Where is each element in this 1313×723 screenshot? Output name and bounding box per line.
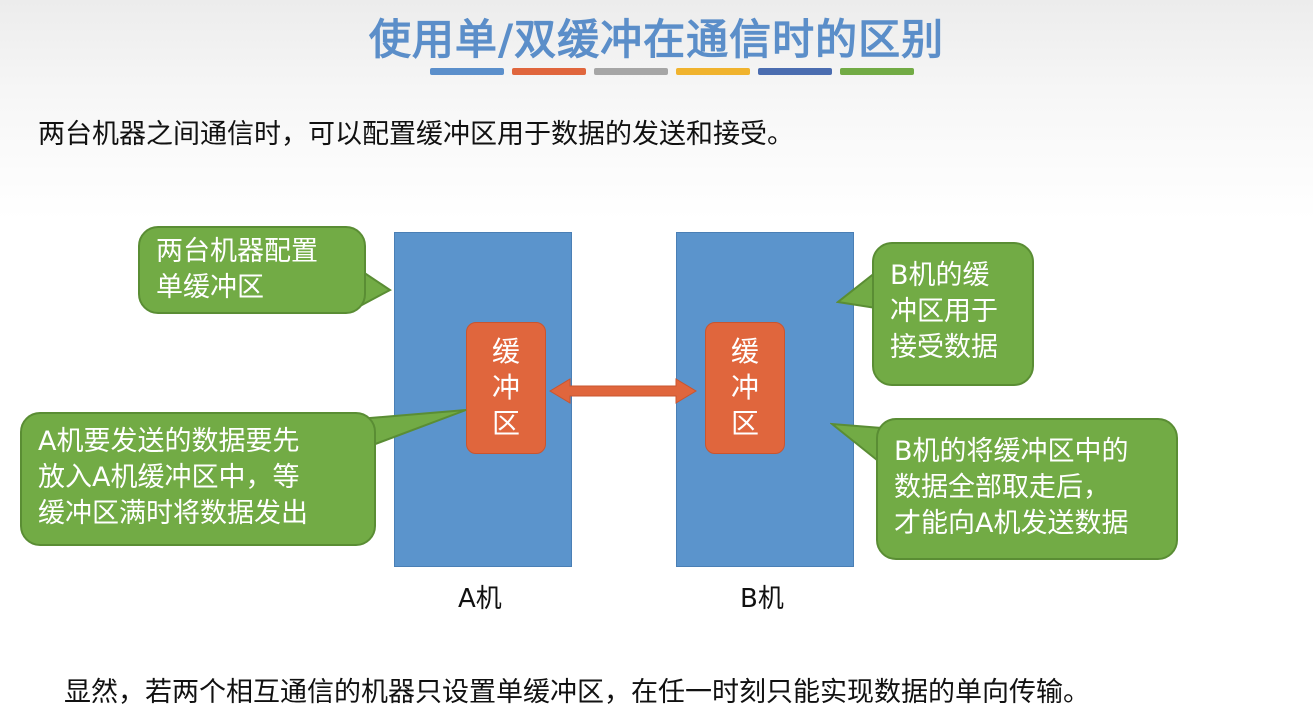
callout-line: 才能向A机发送数据 bbox=[894, 508, 1129, 539]
callout-tail bbox=[836, 270, 876, 310]
buffer-char: 缓 bbox=[491, 335, 520, 369]
callout-a-send: A机要发送的数据要先 放入A机缓冲区中，等 缓冲区满时将数据发出 bbox=[20, 412, 376, 546]
conclusion-text: 显然，若两个相互通信的机器只设置单缓冲区，在任一时刻只能实现数据的单向传输。 bbox=[64, 677, 1090, 708]
callout-line: 两台机器配置 bbox=[156, 236, 318, 267]
color-bar-2 bbox=[512, 68, 586, 75]
color-bar-1 bbox=[430, 68, 504, 75]
callout-b-receive: B机的缓 冲区用于 接受数据 bbox=[872, 242, 1034, 386]
callout-line: 放入A机缓冲区中，等 bbox=[38, 462, 300, 493]
bidirectional-arrow-icon bbox=[549, 378, 697, 404]
callout-tail bbox=[360, 268, 392, 308]
machine-a-label: A机 bbox=[458, 584, 502, 614]
machine-b-buffer: 缓 冲 区 bbox=[705, 322, 785, 454]
buffer-char: 区 bbox=[730, 406, 759, 440]
callout-line: 接受数据 bbox=[890, 332, 998, 363]
callout-line: 缓冲区满时将数据发出 bbox=[38, 498, 308, 529]
buffer-char: 区 bbox=[491, 406, 520, 440]
color-bar-5 bbox=[758, 68, 832, 75]
intro-text: 两台机器之间通信时，可以配置缓冲区用于数据的发送和接受。 bbox=[38, 119, 794, 150]
buffer-char: 冲 bbox=[491, 371, 520, 405]
callout-line: B机的将缓冲区中的 bbox=[894, 436, 1129, 467]
callout-line: 冲区用于 bbox=[890, 296, 998, 327]
machine-b-label: B机 bbox=[740, 584, 784, 614]
buffer-char: 冲 bbox=[730, 371, 759, 405]
buffer-char: 缓 bbox=[730, 335, 759, 369]
callout-b-send: B机的将缓冲区中的 数据全部取走后， 才能向A机发送数据 bbox=[876, 418, 1178, 560]
color-bar-6 bbox=[840, 68, 914, 75]
color-bar-3 bbox=[594, 68, 668, 75]
color-bar-4 bbox=[676, 68, 750, 75]
callout-tail bbox=[369, 409, 467, 448]
machine-a-buffer: 缓 冲 区 bbox=[466, 322, 546, 454]
callout-line: A机要发送的数据要先 bbox=[38, 426, 300, 457]
callout-tail bbox=[830, 422, 882, 466]
title-color-bars bbox=[430, 68, 914, 75]
callout-line: B机的缓 bbox=[890, 260, 990, 291]
callout-line: 单缓冲区 bbox=[156, 272, 264, 303]
callout-line: 数据全部取走后， bbox=[894, 472, 1110, 503]
callout-config: 两台机器配置 单缓冲区 bbox=[138, 226, 366, 314]
slide-title: 使用单/双缓冲在通信时的区别 bbox=[368, 15, 945, 64]
